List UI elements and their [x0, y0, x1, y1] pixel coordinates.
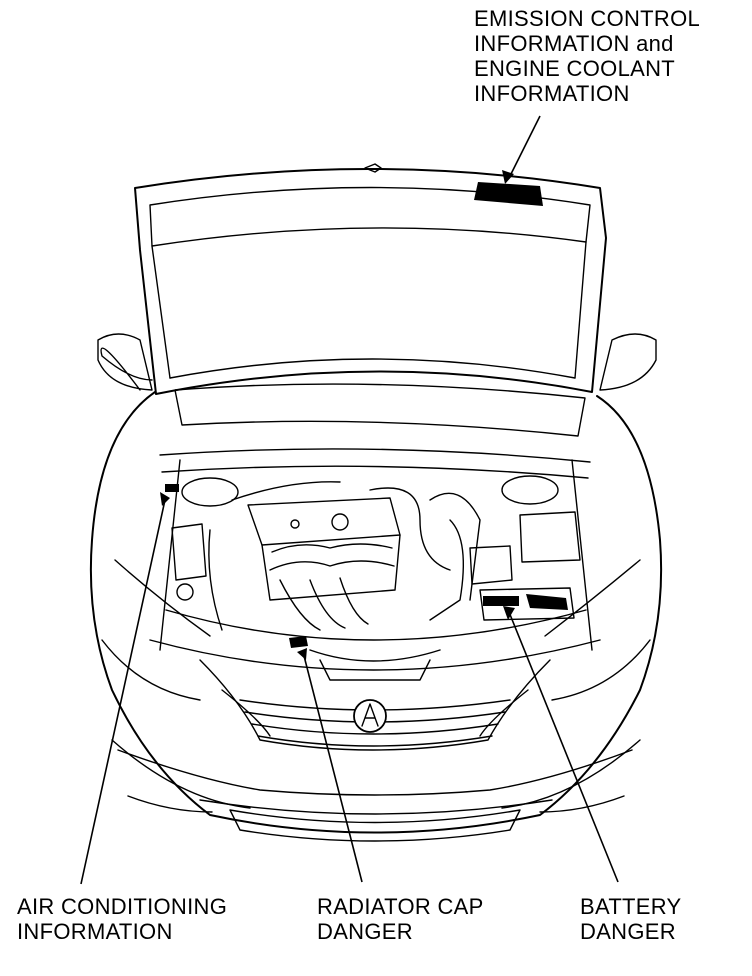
radiator-cap-marker	[289, 636, 363, 883]
hood	[134, 163, 607, 437]
radiator-label-line-2: DANGER	[317, 919, 413, 944]
air-conditioning-label: AIR CONDITIONING INFORMATION	[17, 894, 227, 944]
front-grille	[199, 659, 551, 751]
emission-label-line-2: INFORMATION and	[474, 31, 674, 56]
battery-label: BATTERY DANGER	[580, 894, 682, 944]
battery-label-line-1: BATTERY	[580, 894, 682, 919]
battery-marker	[483, 594, 619, 883]
lower-bumper	[127, 795, 625, 842]
emission-label-line-3: ENGINE COOLANT	[474, 56, 676, 81]
emission-control-label: EMISSION CONTROL INFORMATION and ENGINE …	[474, 6, 700, 106]
engine-bay	[149, 448, 601, 681]
radiator-cap-label: RADIATOR CAP DANGER	[317, 894, 484, 944]
emission-label-line-4: INFORMATION	[474, 81, 630, 106]
battery-label-line-2: DANGER	[580, 919, 676, 944]
emission-label-line-1: EMISSION CONTROL	[474, 6, 701, 31]
car-body	[89, 333, 663, 834]
ac-label-line-2: INFORMATION	[17, 919, 173, 944]
radiator-label-line-1: RADIATOR CAP	[317, 894, 484, 919]
ac-label-line-1: AIR CONDITIONING	[17, 894, 228, 919]
ac-label-marker	[80, 484, 179, 885]
emission-label-patch	[474, 115, 543, 206]
acura-logo	[353, 699, 387, 733]
